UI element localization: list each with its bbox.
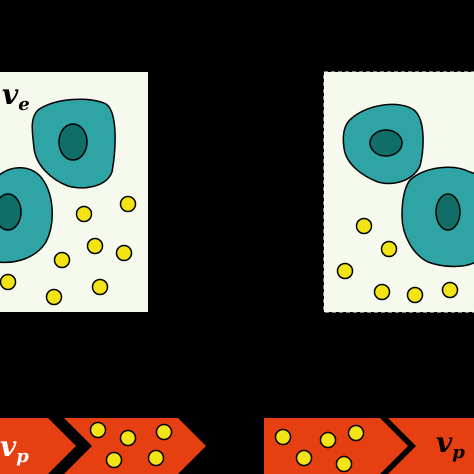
- ve-label: ve: [2, 78, 30, 115]
- arrow-chevron-1: [0, 418, 76, 474]
- right-cell-top: [342, 103, 424, 185]
- particle: [155, 423, 173, 441]
- left-panel: ve: [0, 72, 148, 312]
- particle: [335, 455, 353, 473]
- particle: [86, 237, 104, 255]
- cell-nucleus: [58, 123, 88, 161]
- particle: [373, 283, 391, 301]
- left-cell-top: [31, 98, 116, 189]
- vp-right-sub: p: [452, 442, 465, 463]
- left-cell-bottom: [0, 167, 53, 264]
- cell-body: [0, 167, 53, 264]
- particle: [91, 278, 109, 296]
- particle: [119, 429, 137, 447]
- cell-nucleus: [435, 193, 461, 231]
- cell-nucleus: [369, 129, 403, 157]
- right-cell-bottom: [401, 166, 474, 268]
- particle: [319, 431, 337, 449]
- particle: [274, 428, 292, 446]
- ve-label-sub: e: [18, 94, 29, 115]
- particle: [355, 217, 373, 235]
- particle: [105, 451, 123, 469]
- cell-nucleus: [0, 193, 22, 231]
- right-panel: [323, 71, 474, 313]
- particle: [441, 281, 459, 299]
- particle: [295, 449, 313, 467]
- particle: [53, 251, 71, 269]
- particle: [147, 449, 165, 467]
- left-particles: [0, 195, 137, 306]
- particle: [119, 195, 137, 213]
- vp-left-label: vp: [0, 430, 29, 467]
- particle: [347, 424, 365, 442]
- arrow-chevron-4: [388, 418, 474, 474]
- vp-right-label: vp: [436, 426, 465, 463]
- right-particles: [336, 217, 459, 304]
- particle: [0, 273, 17, 291]
- vp-left-sub: p: [16, 446, 29, 467]
- left-arrow-group: vp: [0, 418, 206, 474]
- particle: [406, 286, 424, 304]
- right-arrow-particles: [274, 424, 365, 473]
- ve-label-main: v: [2, 78, 19, 111]
- particle: [115, 244, 133, 262]
- particle: [45, 288, 63, 306]
- right-arrow-group: vp: [264, 418, 474, 474]
- particle: [75, 205, 93, 223]
- vp-right-main: v: [436, 426, 453, 459]
- left-arrow-particles: [89, 421, 173, 469]
- particle: [336, 262, 354, 280]
- particle: [89, 421, 107, 439]
- particle: [380, 240, 398, 258]
- vp-left-main: v: [0, 430, 17, 463]
